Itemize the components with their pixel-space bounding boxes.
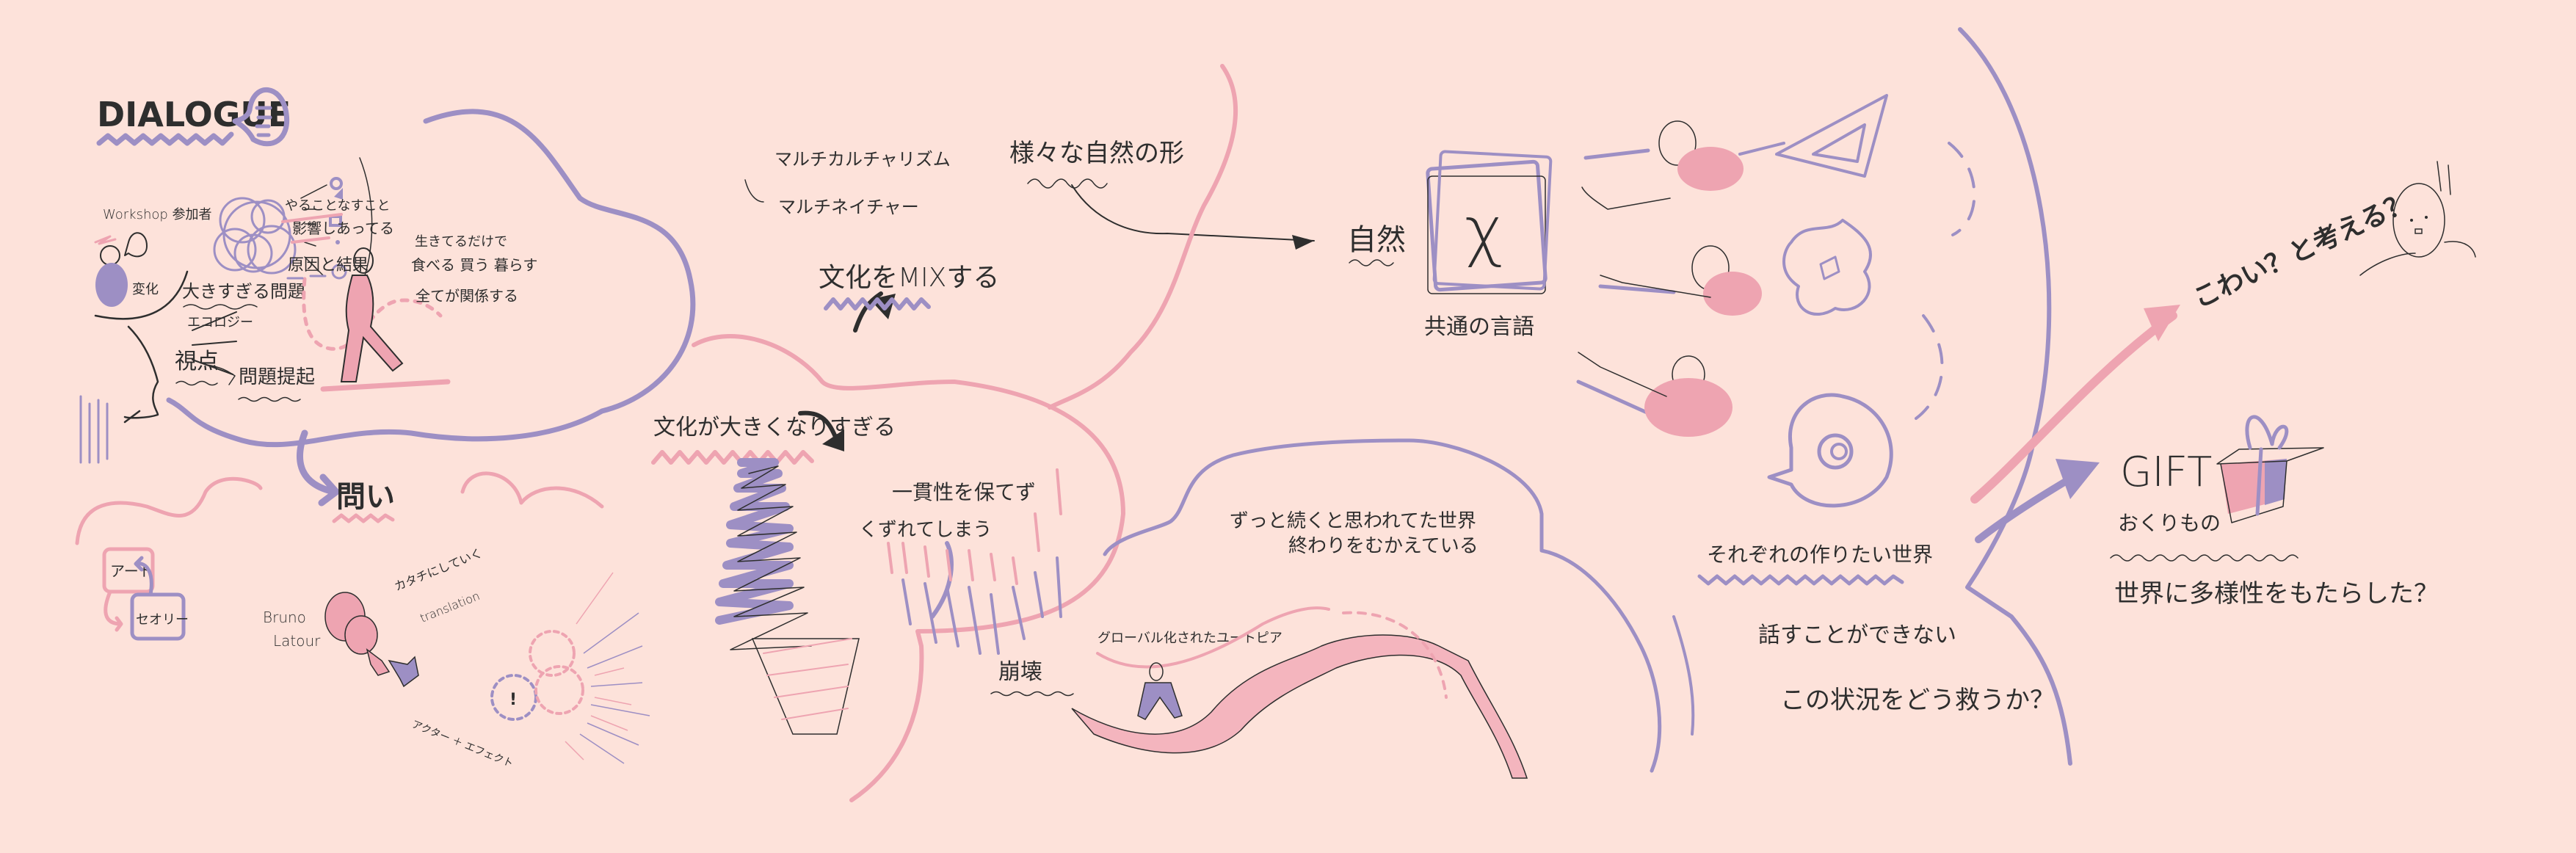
big-purple-curve bbox=[1958, 27, 2072, 766]
svg-text:!: ! bbox=[509, 691, 517, 709]
big-problem-label: 大きすぎる問題 bbox=[182, 281, 305, 302]
participant-head bbox=[100, 245, 120, 266]
world-line-1: ずっと続くと思われてた世界 bbox=[1230, 510, 1476, 532]
title-underline bbox=[96, 131, 234, 146]
collapsing-label: くずれてしまう bbox=[859, 519, 992, 541]
utopia-label: グローバル化されたユートピア bbox=[1097, 631, 1282, 646]
participant-body bbox=[95, 263, 128, 307]
worlds-label: それぞれの作りたい世界 bbox=[1707, 542, 1933, 567]
problem-raising-label: 問題提起 bbox=[239, 366, 315, 388]
theory-label: セオリー bbox=[136, 612, 189, 628]
dashed-circles-icon: ! bbox=[490, 630, 584, 721]
culture-cloud bbox=[692, 334, 1125, 802]
gift-question: 世界に多様性をもたらした？ bbox=[2114, 579, 2439, 609]
cause-effect-label: 原因と結果 bbox=[288, 256, 369, 275]
multinature-label: マルチネイチャー bbox=[778, 197, 919, 217]
change-label: 変化 bbox=[132, 282, 159, 297]
dialogue-title: DIALOGUE bbox=[97, 95, 291, 134]
latour-name-2: Latour bbox=[273, 632, 321, 650]
world-line-2: 終わりをむかえている bbox=[1288, 535, 1479, 557]
how-to-save-label: この状況をどう救うか？ bbox=[1780, 686, 2055, 715]
walking-person-icon bbox=[320, 247, 451, 392]
art-box bbox=[102, 547, 155, 594]
too-big-label: 文化が大きくなりすぎる bbox=[653, 415, 896, 440]
face-profile bbox=[94, 270, 189, 424]
actor-label: アクター ＋ エフェクト bbox=[410, 719, 515, 770]
living-line-3: 全てが関係する bbox=[416, 287, 518, 305]
influence-line-2: 影響しあってる bbox=[292, 219, 394, 237]
shaping-label: カタチにしていく bbox=[392, 545, 484, 593]
collapse-label: 崩壊 bbox=[998, 659, 1042, 685]
mix-label: 文化をMIXする bbox=[819, 263, 999, 293]
utopia-wave-icon bbox=[1071, 606, 1528, 779]
spiral-bubble-icon bbox=[1767, 393, 1893, 508]
living-line-1: 生きてるだけで bbox=[415, 234, 507, 250]
world-cloud bbox=[1103, 438, 1662, 773]
arrow-to-question bbox=[297, 429, 340, 507]
nature-label: 自然 bbox=[1347, 223, 1406, 257]
chi-symbol: χ bbox=[1465, 192, 1503, 269]
soft-serve-tower-icon bbox=[715, 458, 860, 735]
gift-subtitle: おくりもの bbox=[2118, 511, 2221, 535]
leaf-blob-icon bbox=[1782, 219, 1873, 316]
gift-title: GIFT bbox=[2120, 449, 2212, 496]
radiating-lines bbox=[565, 572, 650, 764]
common-language-label: 共通の言語 bbox=[1424, 314, 1534, 340]
dialogue-cloud bbox=[166, 109, 696, 448]
common-language-box-icon bbox=[1426, 150, 1553, 294]
gift-box-icon bbox=[2216, 415, 2324, 523]
arrow-down bbox=[798, 410, 839, 443]
pink-arrow bbox=[1970, 311, 2177, 504]
translation-label: translation bbox=[418, 589, 482, 625]
influence-line-1: やることなすこと bbox=[285, 198, 390, 214]
triangle-ruler-icon bbox=[1738, 94, 1888, 178]
tangled-problem-icon bbox=[213, 197, 297, 275]
scary-label: こわい？と考える？ bbox=[2188, 187, 2416, 315]
cannot-talk-label: 話すことができない bbox=[1758, 622, 1956, 648]
multiculturalism-label: マルチカルチャリズム bbox=[774, 149, 951, 170]
living-line-2: 食べる 買う 暮らす bbox=[411, 256, 537, 274]
surprised-person-icon bbox=[2359, 161, 2476, 276]
participants-label: Workshop 参加者 bbox=[103, 207, 212, 222]
question-label: 問い bbox=[336, 480, 395, 514]
latour-name-1: Bruno bbox=[263, 609, 306, 626]
inconsistent-label: 一貫性を保てず bbox=[892, 480, 1036, 504]
crumbling-lines bbox=[887, 468, 1062, 655]
theory-box bbox=[130, 592, 186, 641]
arrow-to-nature bbox=[1071, 184, 1315, 242]
latour-portrait-icon bbox=[324, 592, 419, 688]
viewpoint-label: 視点 bbox=[175, 349, 219, 374]
cycle-arrows bbox=[134, 556, 153, 597]
speech-bubble-icon bbox=[232, 87, 290, 147]
ecology-label: エコロジー bbox=[187, 315, 253, 330]
forms-of-nature-label: 様々な自然の形 bbox=[1009, 139, 1184, 168]
pointing-people-icon bbox=[1576, 120, 1762, 437]
